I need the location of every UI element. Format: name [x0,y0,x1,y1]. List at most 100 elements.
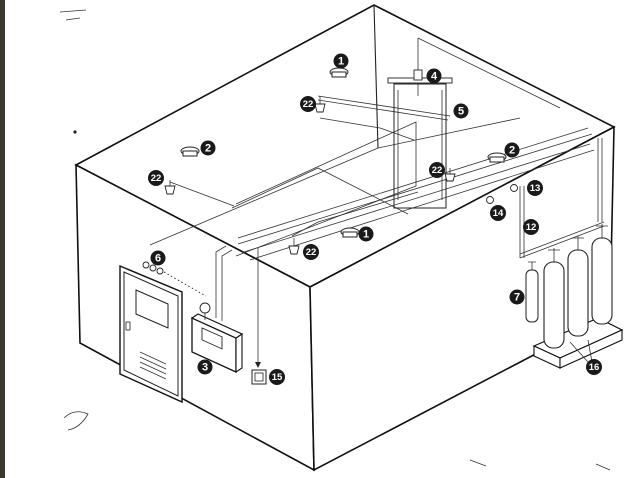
callout-badge [148,170,164,186]
cable [215,245,233,321]
callout-2: 2 [200,140,216,156]
manual-release [251,248,267,385]
callout-number: 2 [205,143,211,155]
callout-badge [490,205,506,221]
callout-number: 2 [509,145,515,157]
manifold-pipe [519,221,605,259]
callout-badge [303,244,319,260]
callout-badge [523,219,539,235]
callout-6: 6 [150,250,166,266]
callout-2: 2 [504,142,520,158]
callout-15: 15 [269,369,285,385]
riser-pipe [519,186,525,258]
door-window [135,289,169,329]
pilot-cylinder [525,261,539,323]
smoke-detector [340,227,360,238]
callout-number: 22 [151,173,162,184]
detector-group [180,67,507,238]
callout-1: 1 [333,53,349,69]
callout-badge [358,226,374,242]
pipe [243,143,595,261]
nozzle-group [164,96,456,255]
pipe-network [169,95,605,261]
control-panel [190,245,244,374]
back-door-frame [417,37,561,109]
callout-7: 7 [509,289,525,305]
callout-4: 4 [426,68,442,84]
callout-badge [504,142,520,158]
gas-cylinder [567,236,589,337]
heat-detector [487,152,507,163]
callout-number: 13 [530,183,541,194]
callout-badge [150,250,166,266]
pipe [169,181,235,207]
callout-number: 1 [338,56,344,68]
dotted-wire [163,271,207,297]
callout-22: 22 [303,244,319,260]
callout-14: 14 [490,205,506,221]
callout-badge [197,359,213,375]
callout-number: 1 [363,229,369,241]
callout-number: 4 [431,71,438,83]
back-wall-line [149,147,379,246]
callout-1: 1 [358,226,374,242]
callout-badge [200,140,216,156]
smoke-detector [329,67,349,78]
callout-22: 22 [429,162,445,178]
callout-13: 13 [527,180,543,196]
callout-number: 22 [306,247,317,258]
callout-16: 16 [586,359,602,375]
callout-3: 3 [197,359,213,375]
pressure-switch [413,69,423,81]
callout-badge [426,68,442,84]
pipe [317,95,451,121]
check-valve [510,184,518,192]
callout-number: 16 [589,362,600,373]
back-wall-line [377,117,521,149]
callout-badge [269,369,285,385]
callout-badge [527,180,543,196]
callout-number: 14 [493,208,504,219]
gas-cylinder [591,224,613,325]
pipe [291,191,419,237]
callout-number: 6 [155,253,161,265]
scan-mark [63,411,89,431]
callout-22: 22 [300,96,316,112]
callout-number: 22 [303,99,314,110]
back-door [387,77,453,209]
callout-5: 5 [453,103,469,119]
nozzle [288,238,300,255]
alarm-indicator [142,261,207,297]
callout-badge [586,359,602,375]
nozzle [314,96,326,113]
callout-badge [300,96,316,112]
safety-valve [486,196,494,204]
scan-edge-strip [0,0,5,478]
riser-pipe [597,138,603,222]
heat-detector [180,146,200,157]
callout-22: 22 [148,170,164,186]
pipe [235,121,417,257]
callout-number: 12 [526,222,537,233]
back-wall-edge [373,4,379,149]
callout-badge [333,53,349,69]
leader-line [569,339,593,363]
pipe [237,127,593,245]
callout-badge [453,103,469,119]
scan-mark [59,9,87,21]
scan-mark [469,459,611,471]
door-vent [139,351,167,380]
door-leaf [393,83,447,209]
nozzle [164,180,176,195]
pipe [319,117,415,141]
callout-badge [429,162,445,178]
entrance-door [119,264,183,404]
cylinder-platform-front [559,329,623,369]
callout-number: 3 [202,362,208,374]
nozzle [444,168,456,182]
callout-number: 15 [272,372,283,383]
callout-number: 5 [458,106,464,118]
callout-number: 7 [514,292,520,304]
